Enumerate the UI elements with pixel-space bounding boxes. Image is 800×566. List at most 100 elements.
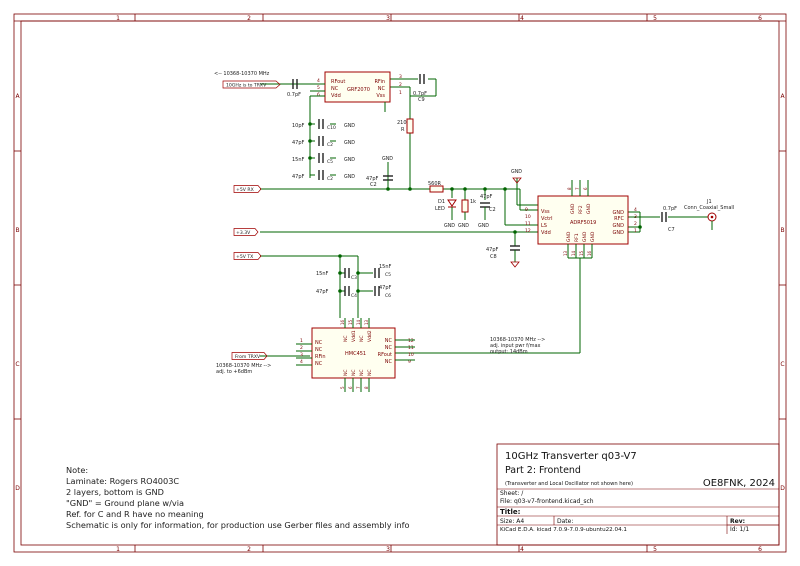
dec-cap-1-ref: C10	[327, 125, 336, 131]
hmc451-pin-l1: NC	[315, 340, 323, 346]
led-d1-value: LED	[435, 206, 445, 212]
adrf5019-top-pin-2: RF2	[578, 205, 584, 214]
adrf5019-bottom-pins: GND RF1 GND GND 13 14 15 16	[563, 231, 596, 259]
cap-15nf-right-ref: C5	[385, 272, 391, 278]
note-line-1: Laminate: Rogers RO4003C	[66, 476, 179, 486]
col-label-3b: 3	[386, 546, 390, 553]
hmc451-bot-pin-1: NC	[343, 369, 349, 376]
hmc451-top-pin-1: NC	[343, 335, 349, 342]
gnd-symbols: GND GND GND GND	[444, 169, 522, 229]
note-line-4: Ref. for C and R have no meaning	[66, 509, 204, 519]
cap-15nf-right-value: 15nF	[379, 264, 392, 270]
c2b-value: 47pF	[480, 194, 493, 200]
grf2070-pin-rfout: RFout	[331, 79, 345, 85]
adrf5019-top-num-6: 6	[583, 187, 588, 190]
adrf5019-pin-vctrl: Vctrl	[541, 216, 553, 222]
grf2070-pin-nc-l: NC	[331, 86, 339, 92]
cap-15nf-left-value: 15nF	[316, 271, 329, 277]
col-label-1: 1	[116, 15, 120, 22]
title-id: Id: 1/1	[730, 526, 749, 533]
grf2070-pin-vss: Vss	[376, 93, 385, 99]
c2-right-gnd: GND	[382, 156, 393, 162]
from-trxv-label: From TRXV	[235, 354, 261, 360]
dec-cap-1: 10pF C10 GND	[292, 119, 355, 131]
resistor-1k: 1k	[461, 199, 476, 220]
c8-capacitor: 47pF C8	[486, 245, 520, 268]
hmc451-top-pin-2: Vdd1	[351, 330, 357, 342]
c8-value: 47pF	[486, 247, 499, 253]
decoupling-caps: 10pF C10 GND 47pF C2 GND 15nF C5 GND 47p…	[292, 119, 355, 182]
title-author: OE8FNK, 2024	[703, 478, 775, 489]
dec-cap-1-value: 10pF	[292, 123, 305, 129]
title-rev: Rev:	[730, 518, 745, 525]
c7-value: 0.7pF	[663, 206, 677, 212]
adrf5019-pin-num-4: 4	[634, 207, 637, 213]
grf2070-pin-num-5: 5	[317, 85, 320, 91]
hmc451-bot-num-6: 6	[348, 386, 353, 389]
title-file: File: q03-v7-frontend.kicad_sch	[500, 498, 594, 505]
hmc451-decoupling: 15nF C3 47pF C4 15nF C5 47pF C6	[316, 264, 392, 299]
hmc451-num-11: 11	[408, 345, 414, 351]
title-kicad: KiCad E.D.A. kicad 7.0.9-7.0.9-ubuntu22.…	[500, 527, 627, 533]
grf2070-name: GRF2070	[347, 87, 370, 93]
c2-right-capacitor: GND 47pF C2	[366, 156, 393, 189]
cap-15nf-right: 15nF C5	[374, 264, 392, 278]
adrf5019-top-num-8: 8	[567, 187, 572, 190]
hmc451-top-pin-4: Vdd2	[367, 330, 373, 342]
cap-47pf-right-value: 47pF	[379, 285, 392, 291]
adrf5019-pin-num-9: 9	[525, 207, 528, 213]
hmc451-num-3: 3	[300, 352, 303, 358]
hmc451-amplifier: HMC451 NC NC RFin NC 1 2 3 4 NC NC RFout…	[296, 318, 415, 392]
c2b-ref: C2	[489, 207, 496, 213]
cap-47pf-left-value: 47pF	[316, 289, 329, 295]
j1-value: Conn_Coaxial_Small	[684, 205, 734, 211]
hmc451-bot-num-7: 7	[356, 386, 361, 389]
adj-bottom-label: adj. to +6dBm	[216, 369, 252, 375]
resistor-210-ref: R	[401, 127, 405, 133]
hmc451-num-9: 9	[408, 359, 411, 365]
title-part: Part 2: Frontend	[505, 465, 581, 476]
row-label-a: A	[15, 93, 20, 100]
dec-cap-3-ref: C5	[327, 159, 333, 165]
wires	[260, 78, 708, 357]
adrf5019-pin-ls: LS	[541, 223, 547, 229]
dec-cap-2: 47pF C2 GND	[292, 136, 355, 148]
grf2070-pin-num-2: 2	[399, 82, 402, 88]
c7-ref: C7	[668, 227, 675, 233]
hmc451-name: HMC451	[345, 351, 366, 357]
j1-coax-connector: J1 Conn_Coaxial_Small	[684, 199, 734, 230]
right-note-2: adj. input pwr f/max	[490, 343, 541, 349]
plus3v3-label: +3.3V	[236, 230, 251, 236]
dec-cap-3-gnd: GND	[344, 157, 355, 163]
dec-cap-4-ref: C2	[327, 176, 333, 182]
adrf5019-top-pin-1: GND	[570, 203, 576, 214]
hmc451-bot-pin-4: NC	[367, 369, 373, 376]
adrf5019-pin-num-3: 3	[634, 214, 637, 220]
cap-15nf-left: 15nF C3	[316, 268, 357, 281]
grf2070-pin-num-1: 1	[399, 90, 402, 96]
hmc451-num-2: 2	[300, 345, 303, 351]
adrf5019-pin-gnd-r1: GND	[613, 210, 625, 216]
adrf5019-top-pins: GND RF2 GND 8 7 6	[567, 180, 592, 214]
adrf5019-bot-pin-3: GND	[582, 231, 588, 242]
right-note-3: output: 14dBm	[490, 349, 528, 355]
col-label-1b: 1	[116, 546, 120, 553]
grf2070-pin-num-4: 4	[317, 78, 320, 84]
c9-capacitor: 0.7pF C9	[413, 74, 427, 103]
hmc451-num-10: 10	[408, 352, 414, 358]
note-line-3: "GND" = Ground plane w/via	[66, 498, 184, 508]
hmc451-pin-l2: NC	[315, 347, 323, 353]
resistor-210: 210 R	[397, 118, 414, 134]
freq-bottom-label: 10368-10370 MHz -->	[216, 363, 271, 369]
adrf5019-pin-num-1: 1	[634, 228, 637, 234]
title-sheet: Sheet: /	[500, 490, 524, 497]
title-remark: (Transverter and Local Oscillator not sh…	[505, 481, 633, 487]
dec-cap-3: 15nF C5 GND	[292, 153, 355, 165]
right-note-1: 10368-10370 MHz -->	[490, 337, 545, 343]
plus3v3-flag	[233, 228, 259, 236]
grf2070-pin-rfin: RFin	[374, 79, 385, 85]
plus5v-tx-label: +5V TX	[236, 254, 253, 260]
title-date: Date:	[557, 518, 573, 525]
row-label-c-r: C	[780, 361, 784, 368]
junctions	[308, 122, 642, 293]
